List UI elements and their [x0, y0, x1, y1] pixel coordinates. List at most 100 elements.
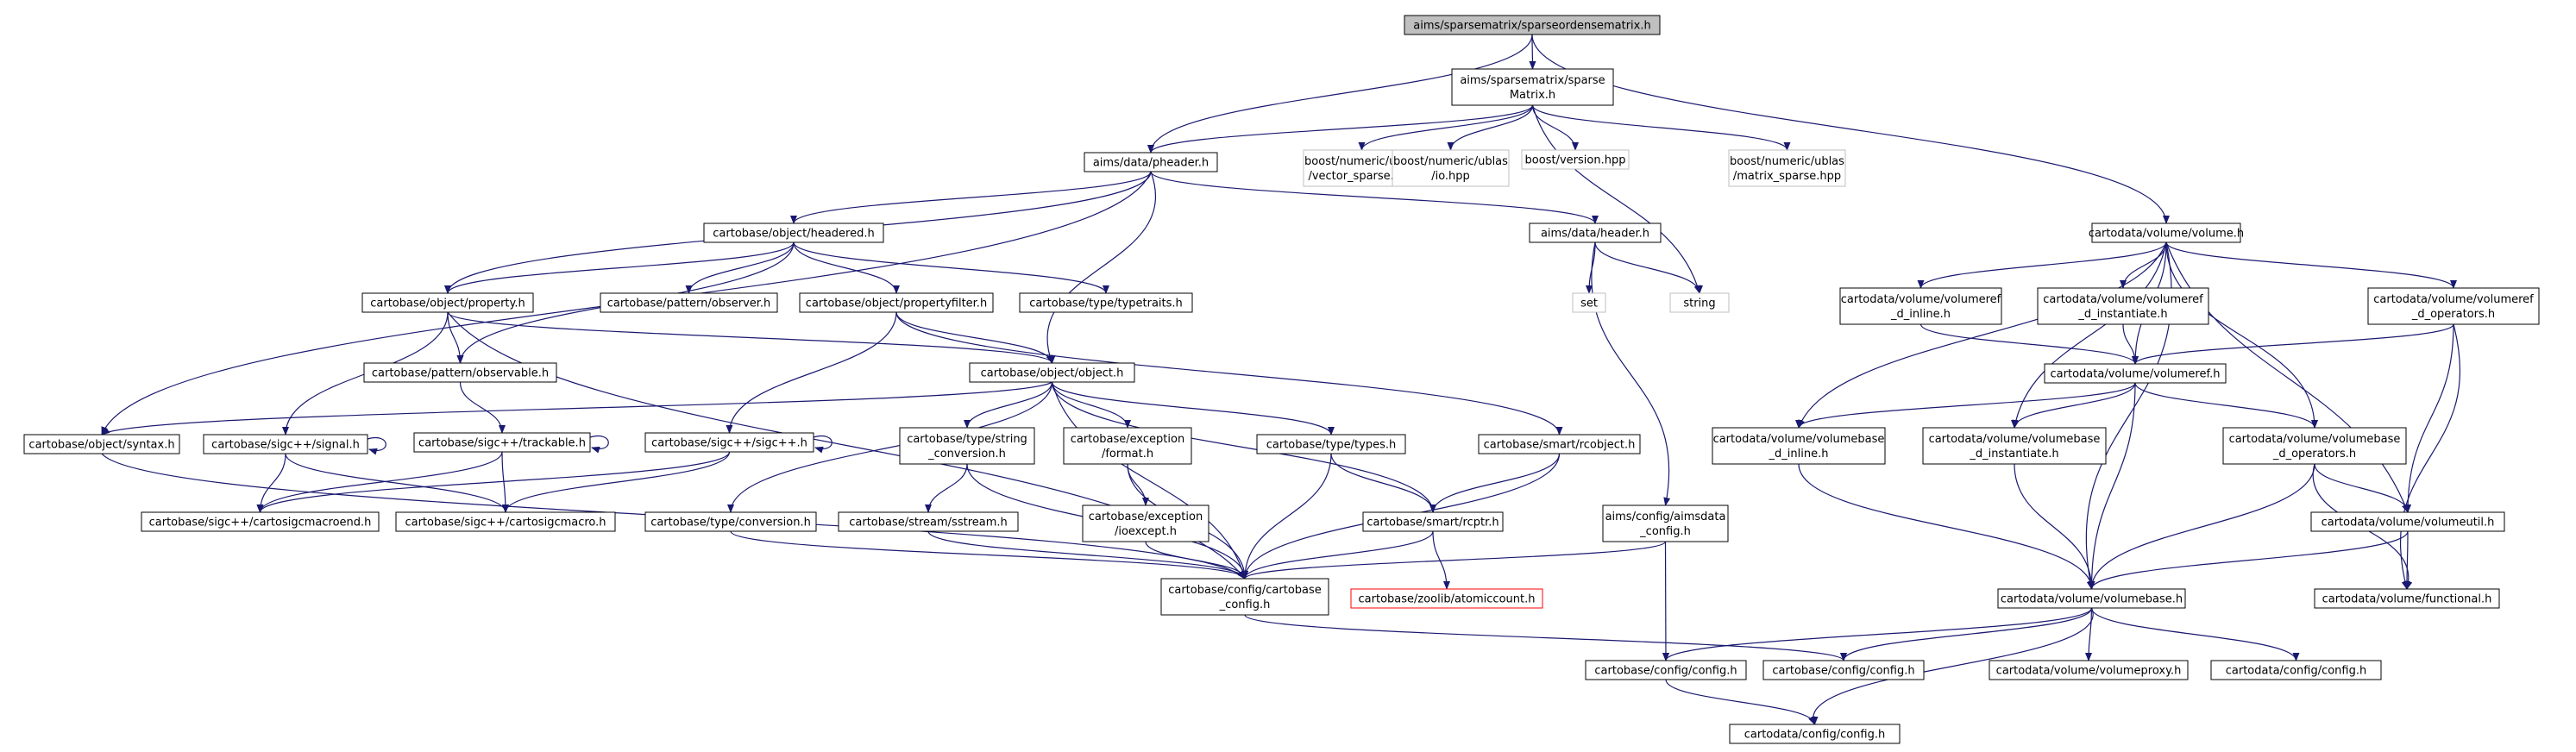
node-pheader[interactable]: aims/data/pheader.h: [1084, 152, 1218, 172]
edge-sparsematrix-to-matrix_sparse: [1531, 104, 1791, 151]
edge-root-to-pheader: [1147, 34, 1533, 154]
node-label: _d_inline.h: [1769, 448, 1829, 461]
node-label: cartodata/config/config.h: [1744, 729, 1885, 742]
edge-volref_inline-to-volumeref: [1919, 323, 2139, 365]
node-label: cartobase/config/cartobase: [1168, 584, 1322, 597]
node-exc_format[interactable]: cartobase/exception/format.h: [1063, 427, 1192, 465]
node-label: boost/version.hpp: [1525, 154, 1626, 167]
edge-volbase_ops-to-volumeutil: [2314, 463, 2411, 513]
edge-string_conv-to-sstream: [925, 463, 968, 513]
node-cartobase_config[interactable]: cartobase/config/cartobase_config.h: [1160, 578, 1329, 616]
node-string_conv[interactable]: cartobase/type/string_conversion.h: [899, 427, 1035, 465]
node-string[interactable]: string: [1669, 292, 1730, 313]
node-volbase_inline[interactable]: cartodata/volume/volumebase_d_inline.h: [1712, 427, 1886, 465]
node-box: [2314, 588, 2500, 609]
node-volumebase[interactable]: cartodata/volume/volumebase.h: [1997, 588, 2186, 609]
node-syntax[interactable]: cartobase/object/syntax.h: [23, 434, 180, 454]
node-rcptr[interactable]: cartobase/smart/rcptr.h: [1362, 511, 1504, 532]
node-volumeref[interactable]: cartodata/volume/volumeref.h: [2044, 363, 2227, 384]
node-types[interactable]: cartobase/type/types.h: [1256, 434, 1406, 454]
node-root[interactable]: aims/sparsematrix/sparseordensematrix.h: [1404, 15, 1661, 35]
node-box: [1478, 434, 1641, 454]
node-cb_config_a[interactable]: cartobase/config/config.h: [1585, 660, 1747, 680]
node-volbase_ops[interactable]: cartodata/volume/volumebase_d_operators.…: [2222, 427, 2407, 465]
node-macro[interactable]: cartobase/sigc++/cartosigcmacro.h: [395, 511, 616, 532]
edge-sigcpp-to-sigcpp: [813, 436, 832, 454]
edge-object_h-to-types: [1051, 381, 1335, 436]
node-box: [1019, 292, 1193, 313]
node-cd_config_b[interactable]: cartodata/config/config.h: [2210, 660, 2382, 680]
node-ioexcept[interactable]: cartobase/exception/ioexcept.h: [1082, 504, 1209, 542]
node-label: _config.h: [1639, 525, 1691, 538]
edge-rcptr-to-cartobase_config: [1241, 530, 1434, 580]
node-volref_ops[interactable]: cartodata/volume/volumeref_d_operators.h: [2367, 287, 2540, 325]
edge-volume_h-to-volbase_inline: [1798, 241, 2167, 429]
node-box: [644, 511, 817, 532]
edge-property-to-object_h: [447, 311, 1056, 364]
edge-sparsematrix-to-version_hpp: [1531, 104, 1579, 151]
node-label: cartodata/volume/volumebase.h: [2001, 593, 2183, 606]
edge-sigcpp-to-macroend: [256, 451, 731, 513]
node-observable[interactable]: cartobase/pattern/observable.h: [363, 362, 557, 383]
node-version_hpp[interactable]: boost/version.hpp: [1521, 149, 1630, 170]
edge-volume_h-to-volbase_inst: [2012, 241, 2167, 429]
node-object_h[interactable]: cartobase/object/object.h: [969, 362, 1135, 383]
node-propertyfilter[interactable]: cartobase/object/propertyfilter.h: [799, 292, 994, 313]
node-matrix_sparse[interactable]: boost/numeric/ublas/matrix_sparse.hpp: [1728, 149, 1846, 187]
node-volumeproxy[interactable]: cartodata/volume/volumeproxy.h: [1989, 660, 2189, 680]
node-conversion[interactable]: cartobase/type/conversion.h: [644, 511, 817, 532]
node-label: aims/config/aimsdata: [1605, 511, 1726, 523]
node-header_h[interactable]: aims/data/header.h: [1529, 222, 1662, 243]
edge-volumeref-to-volbase_ops: [2134, 382, 2318, 429]
node-box: [203, 434, 368, 454]
node-observer[interactable]: cartobase/pattern/observer.h: [600, 292, 778, 313]
node-volref_inst[interactable]: cartodata/volume/volumeref_d_instantiate…: [2037, 287, 2209, 325]
edge-sstream-to-cartobase_config: [927, 530, 1248, 580]
node-label: /matrix_sparse.hpp: [1733, 170, 1841, 183]
node-rcobject[interactable]: cartobase/smart/rcobject.h: [1478, 434, 1641, 454]
node-cd_config_final[interactable]: cartodata/config/config.h: [1729, 724, 1901, 744]
node-label: cartodata/volume/volumebase: [2229, 433, 2401, 446]
node-box: [2310, 511, 2505, 532]
node-signal[interactable]: cartobase/sigc++/signal.h: [203, 434, 368, 454]
node-label: /vector_sparse.hpp: [1308, 170, 1415, 183]
edge-sigcpp-to-macro: [502, 451, 731, 513]
node-cb_config_b[interactable]: cartobase/config/config.h: [1762, 660, 1925, 680]
node-box: [1728, 149, 1846, 187]
node-box: [2037, 287, 2209, 325]
node-label: _config.h: [1219, 598, 1271, 611]
node-functional[interactable]: cartodata/volume/functional.h: [2314, 588, 2500, 609]
node-set[interactable]: set: [1572, 292, 1606, 313]
node-property[interactable]: cartobase/object/property.h: [361, 292, 534, 313]
node-sstream[interactable]: cartobase/stream/sstream.h: [838, 511, 1019, 532]
node-box: [1669, 292, 1730, 313]
node-label: cartodata/volume/volumeutil.h: [2322, 517, 2495, 530]
node-atomiccount[interactable]: cartobase/zoolib/atomiccount.h: [1350, 588, 1543, 609]
node-box: [1160, 578, 1329, 616]
node-typetraits[interactable]: cartobase/type/typetraits.h: [1019, 292, 1193, 313]
node-label: cartobase/type/typetraits.h: [1029, 298, 1183, 310]
node-box: [1256, 434, 1406, 454]
edge-pheader-to-header_h: [1150, 171, 1599, 224]
node-volume_h[interactable]: cartodata/volume/volume.h: [2089, 222, 2244, 243]
node-sigcpp[interactable]: cartobase/sigc++/sigc++.h: [644, 432, 814, 453]
node-volref_inline[interactable]: cartodata/volume/volumeref_d_inline.h: [1839, 287, 2002, 325]
node-macroend[interactable]: cartobase/sigc++/cartosigcmacroend.h: [141, 511, 380, 532]
edge-volref_ops-to-volumeutil: [2404, 323, 2454, 513]
node-aimsdata_config[interactable]: aims/config/aimsdata _config.h: [1602, 504, 1729, 542]
edge-volumeutil-to-functional: [2403, 530, 2411, 590]
node-box: [1712, 427, 1886, 465]
node-label: cartobase/type/conversion.h: [650, 517, 811, 530]
node-io_hpp[interactable]: boost/numeric/ublas/io.hpp: [1392, 149, 1510, 187]
node-trackable[interactable]: cartobase/sigc++/trackable.h: [413, 432, 591, 453]
node-label: cartodata/volume/volumebase: [1929, 433, 2101, 446]
node-volbase_inst[interactable]: cartodata/volume/volumebase_d_instantiat…: [1922, 427, 2107, 465]
node-box: [2367, 287, 2540, 325]
edge-volbase_ops-to-volumebase: [2088, 463, 2315, 590]
node-label: _conversion.h: [927, 448, 1006, 461]
node-volumeutil[interactable]: cartodata/volume/volumeutil.h: [2310, 511, 2505, 532]
node-headered[interactable]: cartobase/object/headered.h: [703, 222, 884, 243]
node-box: [1839, 287, 2002, 325]
